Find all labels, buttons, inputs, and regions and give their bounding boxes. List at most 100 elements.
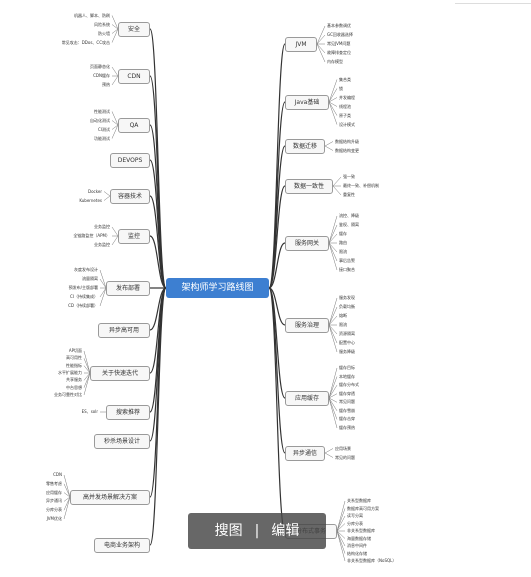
branch-node[interactable]: 搜索推荐 (106, 405, 150, 420)
search-image-button[interactable]: 搜图 (214, 523, 243, 539)
leaf-label: 限流 (339, 249, 347, 254)
branch-node[interactable]: 监控 (118, 229, 150, 244)
leaf-label: 关系型数据库 (347, 498, 371, 503)
connector-line (268, 43, 286, 289)
center-topic[interactable]: 架构师学习路线图 (166, 278, 269, 298)
connector-line (268, 287, 286, 454)
leaf-connector (111, 124, 119, 139)
leaf-connector (328, 242, 338, 253)
leaf-connector (99, 287, 107, 298)
leaf-connector (328, 101, 338, 107)
branch-node[interactable]: 秒杀场景设计 (94, 434, 150, 449)
leaf-label: 自动化测试 (90, 117, 110, 123)
leaf-label: JVM优化 (46, 516, 62, 521)
leaf-connector (111, 28, 119, 34)
image-toolbar: 搜图 | 编辑 (188, 513, 326, 549)
leaf-label: CD（持续部署） (68, 303, 98, 308)
leaf-connector (83, 372, 91, 381)
toolbar-divider: | (254, 523, 260, 539)
leaf-connector (328, 233, 338, 244)
leaf-connector (328, 397, 338, 411)
leaf-label: 并发编程 (339, 94, 355, 100)
leaf-label: 异步通讯 (46, 498, 62, 504)
leaf-connector (316, 43, 326, 63)
edit-button[interactable]: 编辑 (271, 523, 300, 539)
leaf-connector (328, 79, 338, 103)
connector-line (149, 235, 167, 289)
leaf-label: 应用缓存 (46, 489, 62, 495)
branch-node[interactable]: 关于快速迭代 (90, 366, 150, 381)
leaf-label: 缓存分布式 (339, 382, 359, 388)
leaf-connector (328, 242, 338, 262)
leaf-label: Docker (87, 188, 102, 194)
leaf-label: 路由 (339, 240, 347, 245)
leaf-label: 业务监控 (94, 224, 110, 229)
leaf-connector (336, 515, 346, 532)
leaf-label: CI（持续集成） (70, 294, 98, 299)
leaf-connector (83, 365, 91, 374)
connector-line (149, 75, 167, 289)
leaf-label: 水平扩展能力 (58, 370, 82, 375)
leaf-label: 配置中心 (339, 340, 355, 345)
leaf-label: 资源隔离 (339, 331, 355, 336)
leaf-connector (316, 25, 326, 45)
branch-node[interactable]: 电商业务架构 (94, 538, 150, 553)
leaf-connector (83, 372, 91, 396)
leaf-label: 分库分表 (46, 507, 62, 513)
branch-node[interactable]: 高并发场景解决方案 (70, 490, 150, 505)
branch-node[interactable]: Java基础 (285, 95, 329, 110)
leaf-label: 服务发现 (339, 295, 355, 300)
branch-node[interactable]: 服务治理 (285, 318, 329, 333)
leaf-label: 流控、降级 (339, 213, 359, 218)
leaf-connector (99, 287, 107, 307)
leaf-label: 常见攻击：DDos、CC攻击 (61, 39, 110, 45)
leaf-label: 性能测试 (94, 108, 110, 114)
leaf-label: 常见问题 (339, 399, 355, 405)
branch-node[interactable]: 发布部署 (106, 281, 150, 296)
leaf-label: CDN缓存 (93, 73, 110, 78)
branch-node[interactable]: 异步通信 (285, 446, 325, 461)
leaf-label: CI测试 (98, 126, 110, 132)
branch-node[interactable]: CDN (118, 69, 150, 84)
leaf-label: 防火墙 (98, 30, 110, 36)
leaf-connector (328, 97, 338, 103)
leaf-label: 基本参数调优 (327, 23, 351, 28)
branch-node[interactable]: 异步高可用 (98, 323, 150, 338)
leaf-label: 内存模型 (327, 59, 343, 64)
leaf-connector (336, 530, 346, 547)
connector-line (268, 101, 286, 289)
leaf-label: 海量数据存储 (347, 535, 371, 541)
leaf-label: 常见JVM问题 (327, 41, 351, 46)
leaf-connector (332, 176, 342, 187)
branch-node[interactable]: 数据迁移 (285, 139, 325, 154)
leaf-connector (63, 483, 71, 498)
leaf-label: 预发布/主版部署 (68, 285, 98, 290)
branch-node[interactable]: 数据一致性 (285, 179, 333, 194)
leaf-label: 缓存雪崩 (339, 407, 355, 413)
leaf-connector (111, 111, 119, 126)
leaf-label: 共享服务 (66, 377, 82, 383)
branch-node[interactable]: QA (118, 118, 150, 133)
leaf-connector (111, 24, 119, 30)
branch-node[interactable]: JVM (285, 37, 317, 52)
leaf-connector (328, 397, 338, 403)
leaf-connector (99, 269, 107, 289)
leaf-label: Kubernetes (79, 197, 102, 203)
leaf-connector (328, 101, 338, 116)
branch-node[interactable]: 安全 (118, 22, 150, 37)
leaf-label: 业务可靠性对比 (54, 392, 82, 397)
leaf-label: 缓存击穿 (339, 416, 355, 422)
branch-node[interactable]: 容器技术 (110, 189, 150, 204)
leaf-label: 故障排查定位 (327, 50, 351, 55)
connector-line (268, 185, 286, 289)
branch-node[interactable]: 应用缓存 (285, 391, 329, 406)
leaf-label: 缓存穿透 (339, 390, 355, 396)
branch-node[interactable]: DEVOPS (110, 153, 150, 168)
leaf-connector (328, 101, 338, 125)
leaf-label: 风险系统 (94, 21, 110, 27)
leaf-label: 接口聚合 (339, 267, 355, 272)
leaf-connector (324, 452, 334, 458)
leaf-connector (111, 226, 119, 237)
branch-node[interactable]: 服务网关 (285, 236, 329, 251)
